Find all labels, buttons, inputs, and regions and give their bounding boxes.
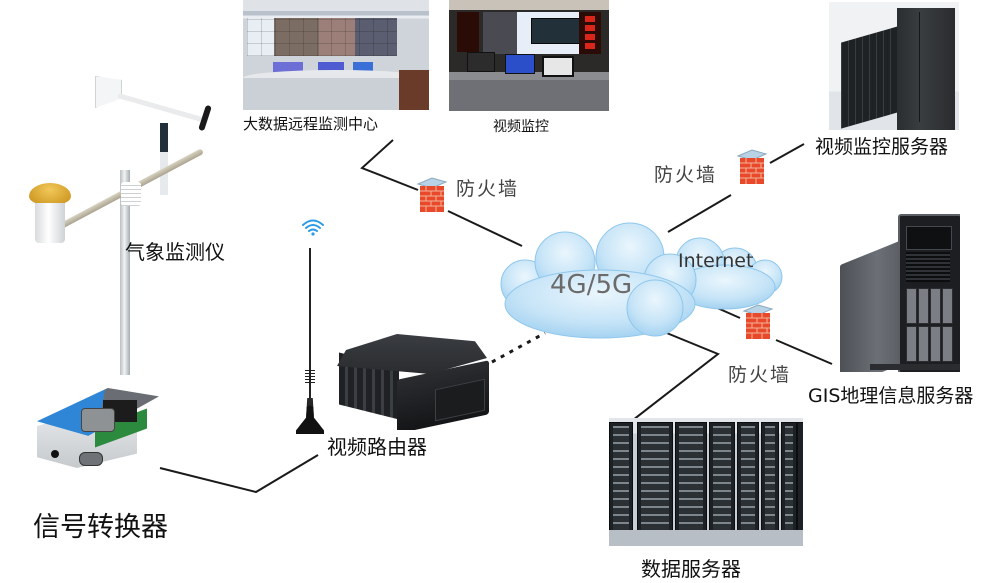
- rack: [675, 422, 707, 544]
- drive-bay: [906, 326, 917, 362]
- video-wall: [247, 18, 397, 56]
- rain-gauge-body: [35, 203, 65, 243]
- video-router-photo: [327, 330, 492, 430]
- firewall-label: 防火墙: [654, 164, 718, 186]
- power-jack: [51, 450, 59, 458]
- control-center-label: 大数据远程监测中心: [243, 115, 379, 133]
- firewall-label: 防火墙: [728, 364, 792, 386]
- link-firewall-cloud-left: [447, 210, 523, 247]
- antenna-photo: [296, 220, 336, 435]
- rack: [797, 422, 803, 544]
- rack: [781, 422, 797, 544]
- rack: [637, 422, 673, 544]
- cloud-label-4g5g: 4G/5G: [550, 270, 633, 300]
- link-router-cloud-dashed: [491, 331, 546, 364]
- server-base: [870, 364, 960, 370]
- drive-bay: [906, 288, 917, 324]
- drive-bay: [942, 326, 953, 362]
- monitor: [542, 56, 574, 77]
- console-desk: [449, 72, 609, 111]
- signal-converter-label: 信号转换器: [33, 512, 168, 543]
- rack-row: [841, 26, 899, 129]
- firewall-label: 防火墙: [456, 178, 520, 200]
- rack-front: [897, 8, 955, 130]
- serial-port: [79, 452, 103, 466]
- firewall-brick-icon: [416, 177, 448, 212]
- main-pole: [120, 170, 130, 375]
- led-sign-right: [579, 12, 601, 54]
- rack: [609, 422, 633, 544]
- podium: [399, 70, 429, 110]
- vent-grill: [906, 252, 950, 282]
- video-server-photo: [829, 2, 959, 130]
- video-server-label: 视频监控服务器: [815, 136, 949, 158]
- rain-gauge-cap: [29, 183, 71, 205]
- monitor: [467, 52, 495, 72]
- link-data-server-cloud: [632, 326, 720, 421]
- drive-bay: [918, 288, 929, 324]
- gis-server-label: GIS地理信息服务器: [808, 385, 974, 407]
- monitor: [505, 54, 535, 74]
- rack: [737, 422, 759, 544]
- data-server-label: 数据服务器: [641, 557, 741, 581]
- video-monitoring-label: 视频监控: [493, 119, 549, 135]
- link-firewall-cloud-top: [667, 194, 732, 233]
- wifi-icon: [302, 219, 324, 236]
- gis-server-photo: [840, 212, 960, 372]
- firewall-brick-icon: [736, 149, 768, 184]
- video-wall-screen: [483, 12, 586, 54]
- optical-drive: [906, 226, 952, 250]
- link-firewall-gis-server: [775, 339, 833, 365]
- drive-bay: [930, 326, 941, 362]
- video-router-label: 视频路由器: [327, 435, 427, 459]
- drive-bay: [930, 288, 941, 324]
- wind-vane: [95, 76, 122, 108]
- wind-vane-arm: [117, 93, 204, 123]
- control-center-photo: [243, 0, 429, 110]
- server-side: [840, 240, 902, 372]
- signal-converter-photo: [33, 388, 163, 478]
- ceiling: [449, 0, 609, 10]
- console-desk: [243, 70, 429, 110]
- antenna-spring: [305, 370, 315, 384]
- video-monitoring-photo: [449, 0, 609, 111]
- weather-station-label: 气象监测仪: [125, 240, 225, 264]
- drive-bay: [942, 288, 953, 324]
- antenna-rod: [309, 248, 311, 398]
- drive-bay: [918, 326, 929, 362]
- link-converter-router: [159, 454, 319, 494]
- magnetic-base: [296, 398, 324, 434]
- firewall-brick-icon: [742, 304, 774, 339]
- floor: [609, 530, 803, 546]
- link-video-server-firewall: [769, 143, 805, 164]
- led-sign-left: [457, 12, 479, 52]
- link-control-center-firewall: [360, 139, 419, 191]
- rack: [761, 422, 779, 544]
- sensor-mast: [160, 123, 168, 195]
- db9-connector: [81, 408, 115, 432]
- cloud-label-internet: Internet: [678, 250, 754, 272]
- data-server-photo: [609, 418, 803, 546]
- radiation-shield: [121, 182, 141, 206]
- weather-station-photo: [20, 75, 220, 375]
- cloud-icon: [500, 222, 783, 339]
- rack: [709, 422, 735, 544]
